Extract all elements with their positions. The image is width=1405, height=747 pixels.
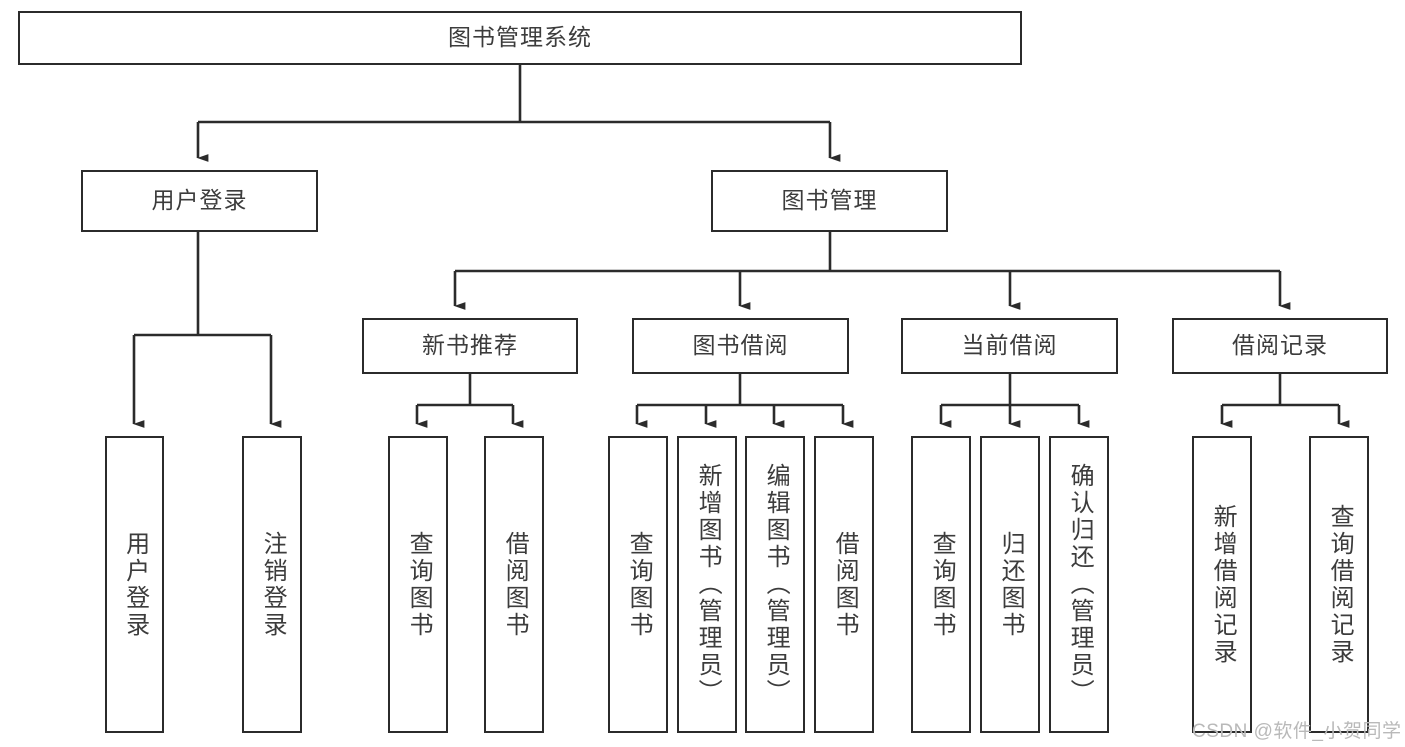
node-leaf-newbook-borrow-book[interactable]: 借阅图书	[484, 436, 544, 733]
node-leaf-borrow-borrow-book-label: 借阅图书	[831, 530, 859, 639]
node-leaf-newbook-borrow-book-label: 借阅图书	[501, 530, 529, 639]
node-leaf-record-add-record-label: 新增借阅记录	[1209, 503, 1237, 666]
node-leaf-borrow-edit-book[interactable]: 编辑图书（管理员）	[745, 436, 805, 733]
node-book-management-label: 图书管理	[781, 187, 878, 214]
node-leaf-current-confirm-return[interactable]: 确认归还（管理员）	[1049, 436, 1109, 733]
node-leaf-borrow-add-book-label: 新增图书（管理员）	[694, 463, 722, 706]
node-leaf-user-login-label: 用户登录	[121, 530, 149, 639]
node-leaf-record-add-record[interactable]: 新增借阅记录	[1192, 436, 1252, 733]
node-root-label: 图书管理系统	[448, 24, 592, 51]
csdn-watermark: CSDN @软件_小贺同学	[1192, 721, 1402, 742]
node-book-borrow-label: 图书借阅	[692, 332, 789, 359]
node-book-management[interactable]: 图书管理	[711, 170, 948, 232]
node-leaf-user-logout-label: 注销登录	[259, 530, 287, 639]
node-leaf-borrow-add-book[interactable]: 新增图书（管理员）	[677, 436, 737, 733]
node-leaf-current-confirm-return-label: 确认归还（管理员）	[1066, 463, 1094, 706]
node-leaf-borrow-edit-book-label: 编辑图书（管理员）	[762, 463, 790, 706]
node-leaf-user-login[interactable]: 用户登录	[105, 436, 164, 733]
node-new-book-recommend[interactable]: 新书推荐	[362, 318, 578, 374]
node-user-login-label: 用户登录	[151, 187, 248, 214]
node-leaf-current-query-book-label: 查询图书	[928, 530, 956, 639]
node-leaf-record-query-record-label: 查询借阅记录	[1326, 503, 1354, 666]
node-leaf-current-return-book[interactable]: 归还图书	[980, 436, 1040, 733]
node-borrow-record-label: 借阅记录	[1232, 332, 1328, 359]
node-leaf-borrow-borrow-book[interactable]: 借阅图书	[814, 436, 874, 733]
node-current-borrow-label: 当前借阅	[961, 332, 1058, 359]
node-leaf-newbook-query-book[interactable]: 查询图书	[388, 436, 448, 733]
node-leaf-current-query-book[interactable]: 查询图书	[911, 436, 971, 733]
node-borrow-record[interactable]: 借阅记录	[1172, 318, 1388, 374]
node-book-borrow[interactable]: 图书借阅	[632, 318, 849, 374]
node-leaf-record-query-record[interactable]: 查询借阅记录	[1309, 436, 1369, 733]
node-new-book-recommend-label: 新书推荐	[422, 332, 518, 359]
node-leaf-current-return-book-label: 归还图书	[997, 530, 1025, 639]
node-leaf-user-logout[interactable]: 注销登录	[242, 436, 302, 733]
node-leaf-newbook-query-book-label: 查询图书	[405, 530, 433, 639]
node-root-book-management-system[interactable]: 图书管理系统	[18, 11, 1022, 65]
node-user-login[interactable]: 用户登录	[81, 170, 318, 232]
node-current-borrow[interactable]: 当前借阅	[901, 318, 1118, 374]
node-leaf-borrow-query-book[interactable]: 查询图书	[608, 436, 668, 733]
node-leaf-borrow-query-book-label: 查询图书	[625, 530, 653, 639]
